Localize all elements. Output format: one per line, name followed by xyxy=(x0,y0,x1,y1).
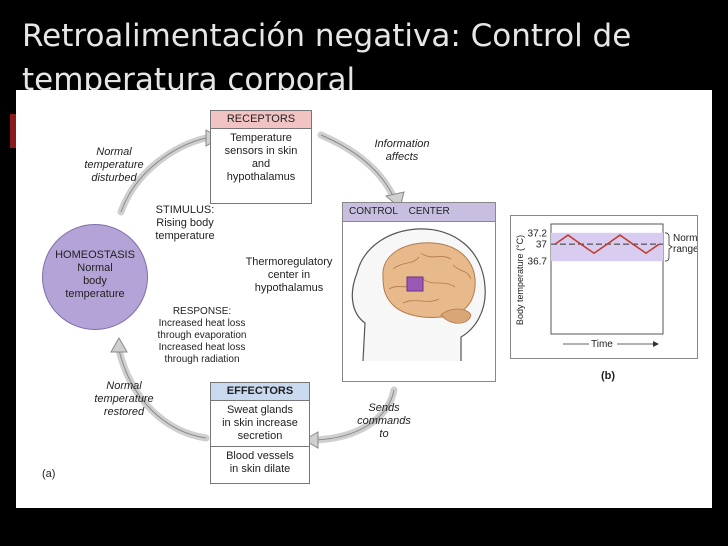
normal-disturbed-label: Normal temperature disturbed xyxy=(84,146,144,184)
normal-range-label: range xyxy=(673,244,697,255)
sends-commands-label: Sends commands to xyxy=(357,402,411,440)
stimulus-label: STIMULUS: Rising body temperature xyxy=(155,204,215,242)
cycle-arrows xyxy=(110,129,418,449)
normal-range-label: Normal xyxy=(673,233,697,244)
normal-range-band xyxy=(551,232,663,262)
x-axis-label: Time xyxy=(591,339,613,350)
y-tick-label: 36.7 xyxy=(528,257,548,268)
temperature-chart: 37.2 37 36.7 Body temperature (°C) Time … xyxy=(515,223,697,350)
slide-title: Retroalimentación negativa: Control de t… xyxy=(22,18,632,98)
homeostasis-text: HOMEOSTASIS Normal body temperature xyxy=(55,249,135,300)
receptors-box: RECEPTORS Temperature sensors in skin an… xyxy=(210,110,312,204)
effector-blood-vessels: Blood vessels in skin dilate xyxy=(226,450,294,475)
effector-sweat-glands: Sweat glands in skin increase secretion xyxy=(211,401,309,447)
homeostasis-circle: HOMEOSTASIS Normal body temperature xyxy=(42,224,148,330)
head-brain-illustration xyxy=(351,228,486,361)
effectors-box: EFFECTORS Sweat glands in skin increase … xyxy=(210,382,310,484)
panel-b-label: (b) xyxy=(600,370,616,382)
receptors-header: RECEPTORS xyxy=(211,111,311,129)
information-affects-label: Information affects xyxy=(374,138,430,163)
normal-restored-label: Normal temperature restored xyxy=(94,380,154,418)
y-tick-label: 37 xyxy=(536,240,548,251)
range-brace xyxy=(664,232,673,262)
temperature-curve xyxy=(554,234,660,255)
accent-bar xyxy=(10,114,18,148)
panel-a-label: (a) xyxy=(42,468,56,480)
control-center-title: CONTROL CENTER xyxy=(343,203,495,222)
feedback-figure: RECEPTORS Temperature sensors in skin an… xyxy=(16,90,712,508)
y-axis-label: Body temperature (°C) xyxy=(515,235,525,325)
response-label: RESPONSE: Increased heat loss through ev… xyxy=(157,306,247,365)
control-center-box: CONTROL CENTER xyxy=(342,202,496,382)
hypothalamus-marker xyxy=(406,276,424,292)
receptors-body: Temperature sensors in skin and hypothal… xyxy=(224,132,298,183)
temperature-graph: 37.2 37 36.7 Body temperature (°C) Time … xyxy=(510,215,698,359)
effectors-header: EFFECTORS xyxy=(211,383,309,401)
y-tick-label: 37.2 xyxy=(528,228,548,239)
thermoregulatory-label: Thermoregulatory center in hypothalamus xyxy=(245,256,333,294)
brain-shape xyxy=(382,242,476,318)
